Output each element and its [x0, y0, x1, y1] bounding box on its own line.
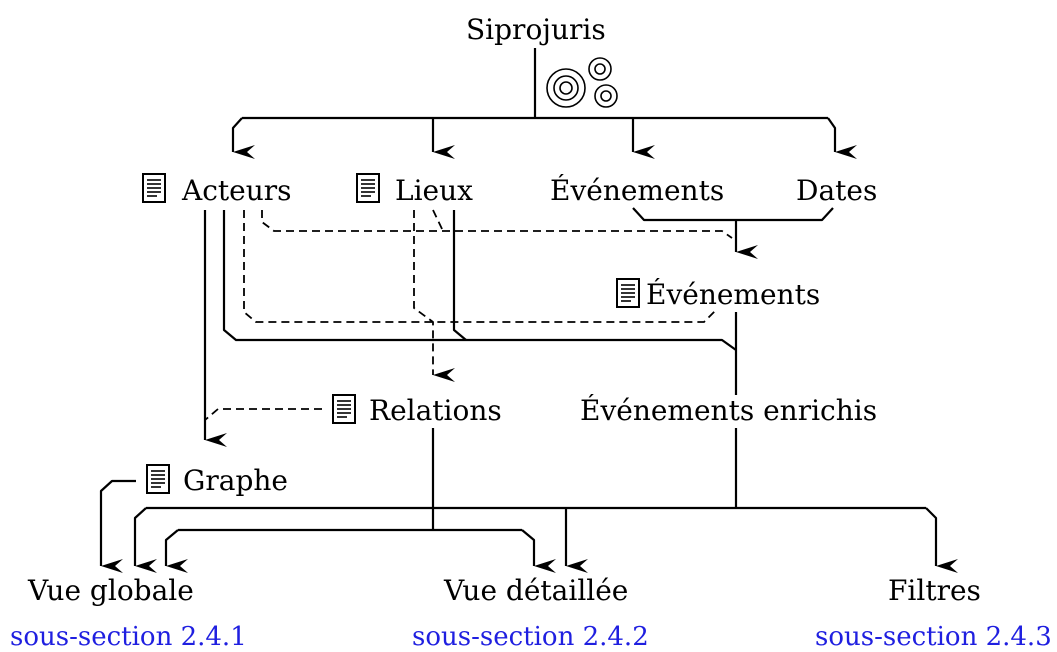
- node-evenements: Événements: [550, 174, 725, 207]
- link-vue-globale-section[interactable]: sous-section 2.4.1: [10, 622, 247, 652]
- node-filtres: Filtres: [888, 574, 981, 607]
- arrow-to-dates: [827, 117, 857, 159]
- node-lieux: Lieux: [395, 174, 473, 207]
- arrow-relations-to-vue-detaillee: [521, 529, 556, 573]
- lieux-to-evenements-doc-dashed: [432, 209, 444, 232]
- link-vue-detaillee-section[interactable]: sous-section 2.4.2: [412, 622, 649, 652]
- arrow-enrichis-to-vue-globale: [133, 507, 157, 573]
- node-relations: Relations: [369, 394, 502, 427]
- evenements-document-icon: [616, 278, 640, 308]
- relations-document-icon: [332, 394, 356, 424]
- node-acteurs: Acteurs: [182, 174, 292, 207]
- link-filtres-section[interactable]: sous-section 2.4.3: [815, 622, 1052, 652]
- graphe-to-vue-globale-line: [99, 479, 136, 573]
- acteurs-to-relations-dashed: [243, 210, 717, 323]
- node-evenements-enrichis: Événements enrichis: [580, 394, 878, 427]
- node-vue-globale: Vue globale: [28, 574, 194, 607]
- node-graphe: Graphe: [183, 464, 288, 497]
- node-evenements-doc: Événements: [646, 278, 821, 311]
- siprojuris-title: Siprojuris: [466, 13, 606, 46]
- node-dates: Dates: [796, 174, 878, 207]
- lieux-to-enrichis-line: [452, 210, 467, 341]
- graphe-document-icon: [146, 464, 170, 494]
- arrow-relations-to-vue-globale: [164, 529, 188, 573]
- lieux-to-relations-dashed: [413, 210, 455, 382]
- lieux-document-icon: [356, 173, 380, 203]
- acteurs-document-icon: [142, 173, 166, 203]
- acteurs-to-enrichis-line: [222, 210, 737, 351]
- merge-bracket: [632, 207, 834, 222]
- gears-icon: [546, 57, 618, 108]
- relations-to-graphe-dashed: [204, 408, 322, 421]
- acteurs-to-evenements-doc-dashed: [261, 210, 733, 239]
- arrow-enrichis-to-filtres: [925, 507, 958, 573]
- arrow-to-acteurs: [231, 117, 255, 159]
- node-vue-detaillee: Vue détaillée: [444, 574, 629, 607]
